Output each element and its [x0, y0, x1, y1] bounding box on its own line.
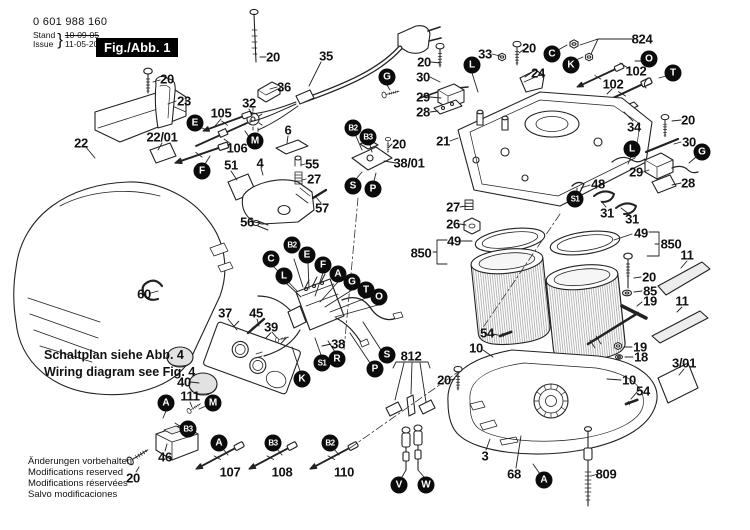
- wiring-note-de: Schaltplan siehe Abb. 4: [44, 348, 184, 362]
- footer-line-fr: Modifications réservées: [28, 478, 128, 489]
- issue-date: 11-05-20: [64, 39, 99, 49]
- footer-line-de: Änderungen vorbehalten: [28, 456, 133, 467]
- issue-label: Issue: [33, 39, 54, 49]
- wiring-note-en: Wiring diagram see Fig. 4: [44, 365, 196, 379]
- stand-label: Stand: [33, 30, 56, 40]
- superseded-date: 10-09-05: [64, 30, 99, 40]
- wiring-note: Schaltplan siehe Abb. 4 Wiring diagram s…: [44, 347, 195, 381]
- legal-footer: Änderungen vorbehalten Modifications res…: [28, 456, 132, 500]
- figure-label: Fig./Abb. 1: [96, 38, 179, 57]
- title-block: 0 601 988 160 Stand Issue } 10-09-05 11-…: [33, 16, 107, 50]
- footer-line-es: Salvo modificaciones: [28, 489, 118, 500]
- brace-glyph: }: [57, 30, 63, 49]
- footer-line-en: Modifications reserved: [28, 467, 124, 478]
- issue-block: Stand Issue } 10-09-05 11-05-20: [33, 30, 107, 50]
- document-number: 0 601 988 160: [33, 16, 108, 28]
